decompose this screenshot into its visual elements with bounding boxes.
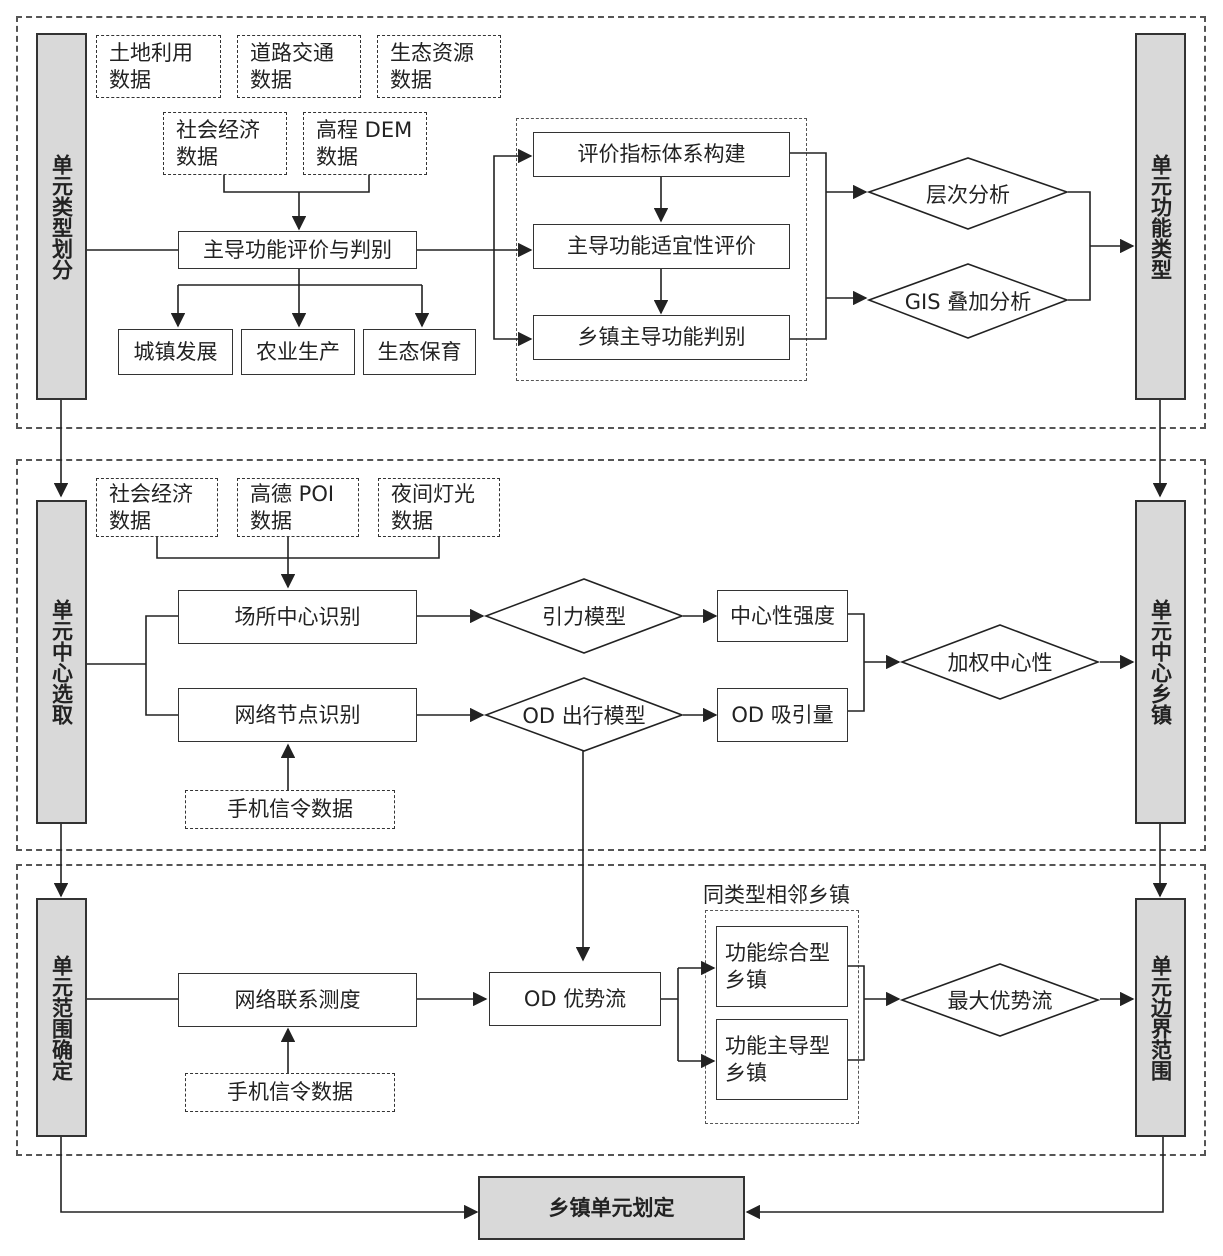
step-index-system: 评价指标体系构建	[533, 132, 790, 177]
data-amap-poi: 高德 POI 数据	[237, 478, 359, 537]
diamond-od-shape	[483, 677, 685, 752]
group-label: 同类型相邻乡镇	[703, 883, 850, 907]
out-eco-protection: 生态保育	[363, 329, 476, 375]
od-attraction: OD 吸引量	[717, 688, 848, 742]
unit-center-bar: 单元中心选取	[36, 500, 87, 824]
center-town-label: 单元中心乡镇	[1148, 599, 1173, 725]
town-group	[705, 910, 859, 1124]
center-town-bar: 单元中心乡镇	[1135, 500, 1186, 824]
data-road-traffic: 道路交通 数据	[237, 35, 361, 98]
diamond-gravity-shape	[483, 578, 685, 654]
diamond-weighted-label: 加权中心性	[947, 651, 1053, 675]
town-dominant: 功能主导型 乡镇	[716, 1019, 848, 1100]
main-function-eval: 主导功能评价与判别	[178, 231, 417, 269]
data-eco-resources: 生态资源 数据	[377, 35, 501, 98]
section-panel-center	[16, 459, 1206, 851]
out-urban-development: 城镇发展	[118, 329, 233, 375]
diamond-gis-shape	[866, 263, 1070, 339]
data-night-light: 夜间灯光 数据	[378, 478, 500, 537]
section-panel-range	[16, 864, 1206, 1156]
network-link-measure: 网络联系测度	[178, 973, 417, 1027]
od-dominant-flow: OD 优势流	[489, 972, 661, 1026]
final-town-unit: 乡镇单元划定	[478, 1176, 745, 1240]
data-land-use: 土地利用 数据	[96, 35, 221, 98]
unit-center-label: 单元中心选取	[49, 599, 74, 725]
data-socio-economic-2: 社会经济 数据	[96, 478, 218, 537]
diamond-gravity-label: 引力模型	[542, 605, 626, 629]
boundary-bar: 单元边界范围	[1135, 898, 1186, 1137]
diamond-ahp-label: 层次分析	[926, 182, 1010, 207]
diamond-gis-label: GIS 叠加分析	[904, 290, 1032, 314]
step-suitability: 主导功能适宜性评价	[533, 224, 790, 269]
step-judgement: 乡镇主导功能判别	[533, 315, 790, 360]
unit-range-bar: 单元范围确定	[36, 898, 87, 1137]
diamond-max-shape	[899, 963, 1101, 1037]
diamond-weighted-shape	[899, 624, 1101, 700]
centrality-strength: 中心性强度	[717, 590, 848, 642]
boundary-label: 单元边界范围	[1148, 954, 1173, 1081]
place-center-identification: 场所中心识别	[178, 590, 417, 644]
diamond-od-label: OD 出行模型	[522, 703, 646, 728]
town-composite: 功能综合型 乡镇	[716, 926, 848, 1007]
section-panel-type	[16, 16, 1206, 429]
unit-type-bar: 单元类型划分	[36, 33, 87, 400]
network-node-identification: 网络节点识别	[178, 688, 417, 742]
data-socio-economic-1: 社会经济 数据	[163, 112, 287, 175]
unit-type-label: 单元类型划分	[49, 153, 74, 280]
diamond-max-label: 最大优势流	[947, 989, 1053, 1013]
function-type-label: 单元功能类型	[1148, 153, 1173, 280]
phone-signal-data-2: 手机信令数据	[185, 1073, 395, 1112]
function-type-bar: 单元功能类型	[1135, 33, 1186, 400]
phone-signal-data-1: 手机信令数据	[185, 790, 395, 829]
out-agriculture: 农业生产	[241, 329, 355, 375]
data-dem: 高程 DEM 数据	[303, 112, 427, 175]
unit-range-label: 单元范围确定	[49, 954, 74, 1081]
diamond-ahp-shape	[866, 157, 1070, 230]
